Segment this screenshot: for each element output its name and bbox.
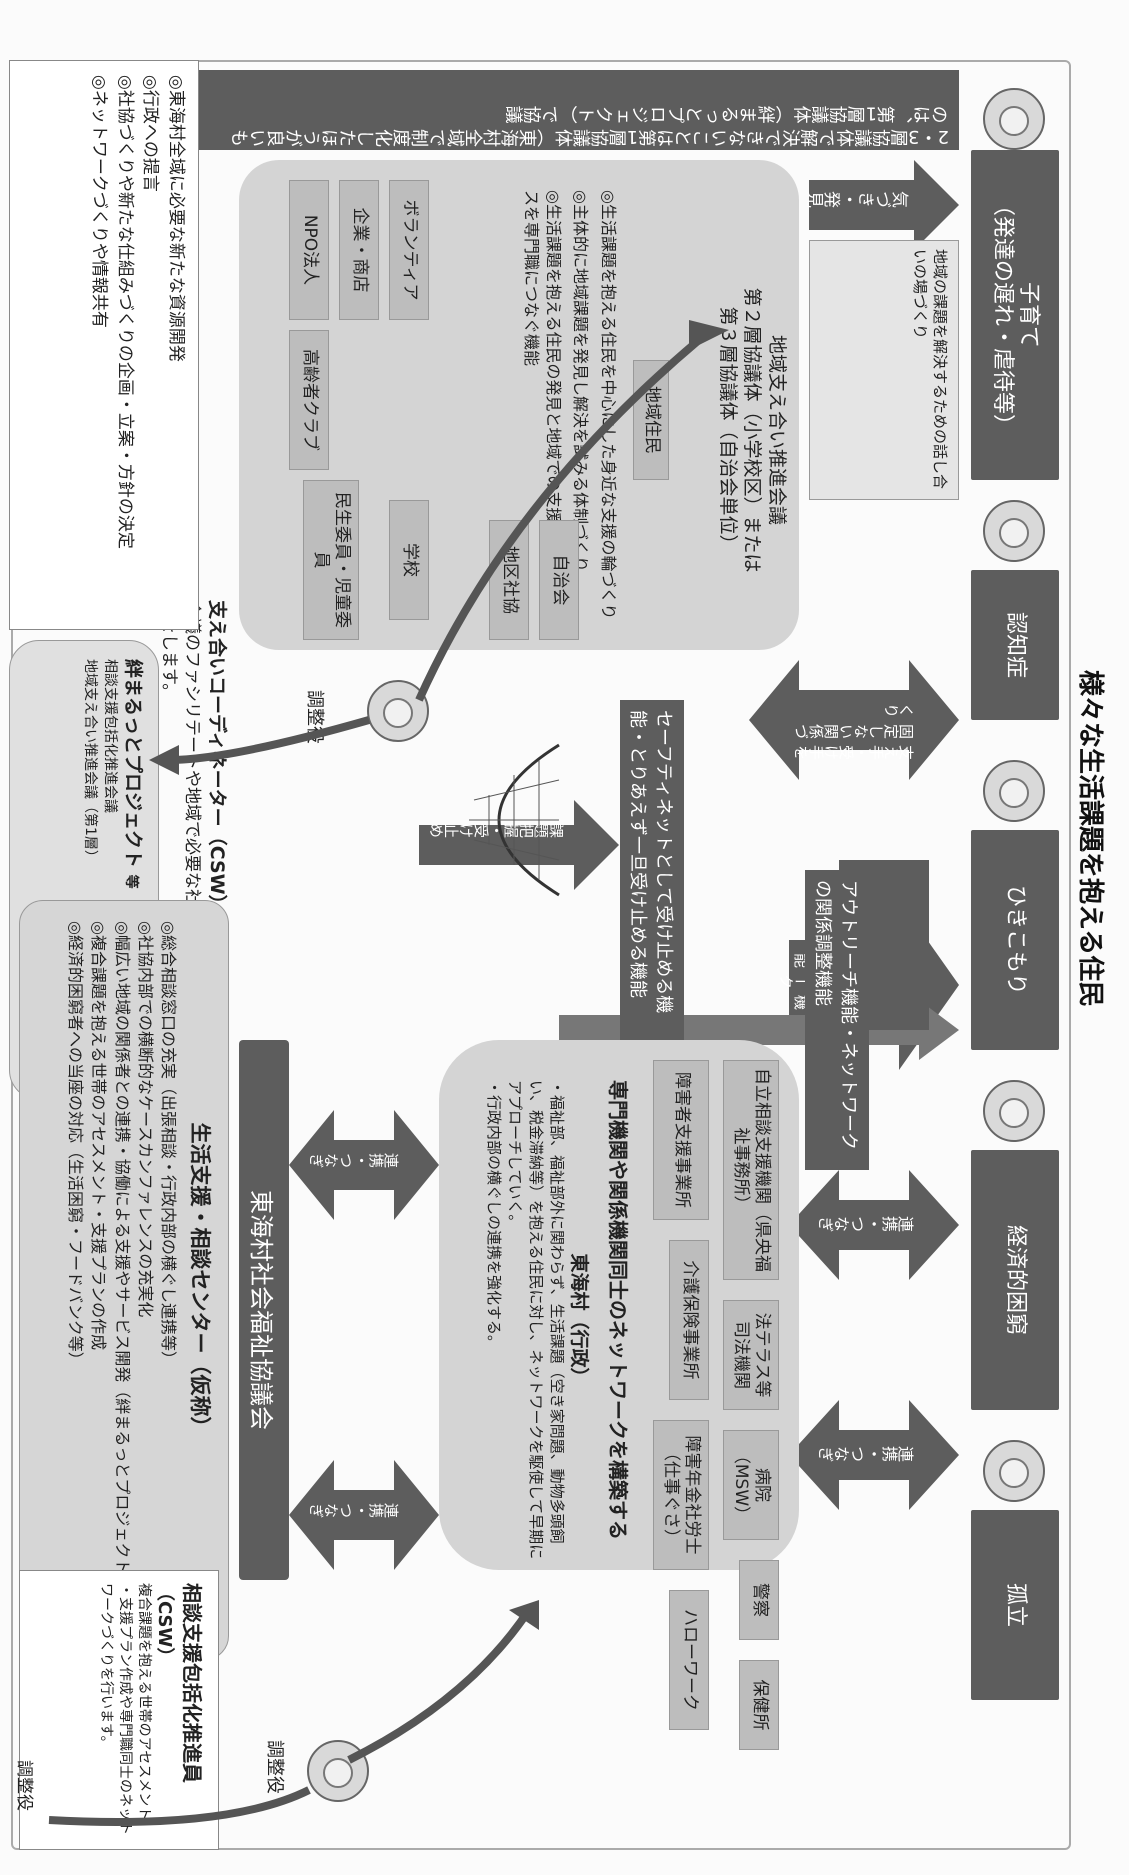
arrow-renkei-1 [789,1170,959,1280]
arrow-renkei-4 [289,1460,439,1570]
arrow-uketome [419,800,619,890]
safety-net-icon [469,743,560,897]
arrow-sasae [749,660,959,780]
left-down-arrow [79,60,959,160]
arrow-renkei-2 [789,1400,959,1510]
arrow-kizuki [809,160,959,250]
arrow-renkei-3 [289,1110,439,1220]
